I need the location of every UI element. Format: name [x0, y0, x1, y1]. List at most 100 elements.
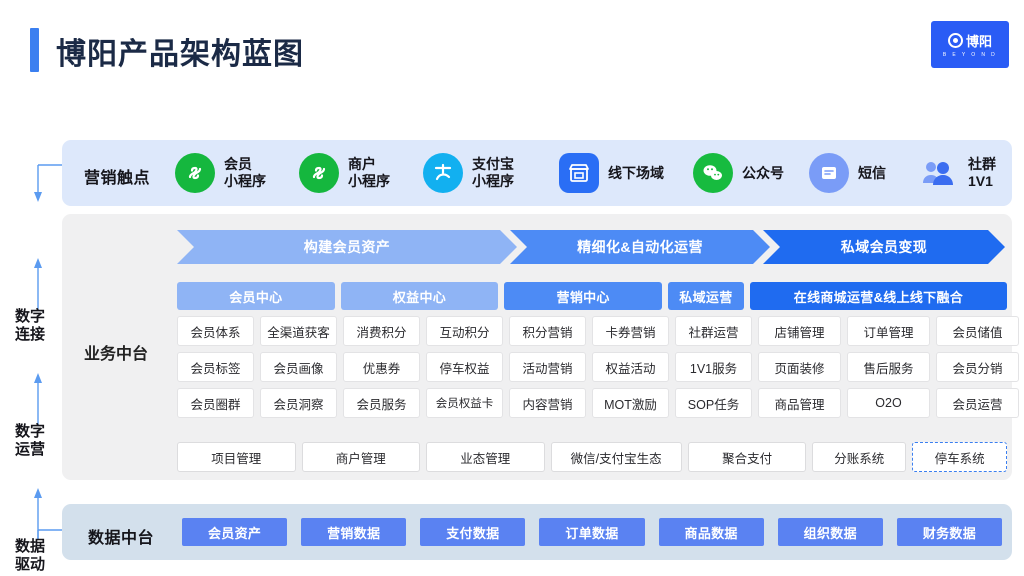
touchpoint-label: 会员 小程序: [224, 156, 266, 189]
touchpoint-label: 支付宝 小程序: [472, 156, 514, 189]
data-chip-member-asset[interactable]: 会员资产: [182, 518, 288, 546]
data-chip-order[interactable]: 订单数据: [539, 518, 645, 546]
brand-logo: 博阳 B E Y O N D: [931, 21, 1009, 68]
grid-row: 商品管理 O2O 会员运营: [758, 388, 1019, 418]
grid-cell[interactable]: 会员分销: [936, 352, 1019, 382]
grid-cell[interactable]: 页面装修: [758, 352, 841, 382]
logo-cn-text: 博阳: [965, 34, 992, 49]
business-group-headers: 会员中心 权益中心 营销中心 私域运营 在线商城运营&线上线下融合: [177, 282, 1008, 310]
data-chip-organization[interactable]: 组织数据: [777, 518, 883, 546]
grid-cell[interactable]: 消费积分: [343, 316, 420, 346]
platform-item-project[interactable]: 项目管理: [177, 442, 296, 472]
wechat-miniprogram-icon: [175, 153, 215, 193]
data-chip-row: 会员资产 营销数据 支付数据 订单数据 商品数据 组织数据 财务数据: [182, 504, 1002, 560]
grid-cell[interactable]: 权益活动: [592, 352, 669, 382]
group-label: 权益中心: [392, 289, 447, 305]
group-header-online-mall[interactable]: 在线商城运营&线上线下融合: [749, 282, 1008, 310]
grid-cell[interactable]: 商品管理: [758, 388, 841, 418]
grid-cell[interactable]: 会员权益卡: [426, 388, 503, 418]
grid-cell[interactable]: 会员体系: [177, 316, 254, 346]
grid-row: 内容营销 MOT激励: [509, 388, 669, 418]
grid-cell[interactable]: 会员圈群: [177, 388, 254, 418]
touchpoint-label: 商户 小程序: [348, 156, 390, 189]
sms-icon: [809, 153, 849, 193]
platform-item-format[interactable]: 业态管理: [426, 442, 545, 472]
platform-item-merchant[interactable]: 商户管理: [301, 442, 420, 472]
logo-circle-icon: [947, 33, 963, 48]
grid-cell[interactable]: MOT激励: [592, 388, 669, 418]
platform-item-parking-system[interactable]: 停车系统: [912, 442, 1007, 472]
stage-label: 精细化&自动化运营: [577, 239, 703, 255]
grid-cell[interactable]: 会员服务: [343, 388, 420, 418]
grid-cell[interactable]: 内容营销: [509, 388, 586, 418]
grid-cell[interactable]: 优惠券: [343, 352, 420, 382]
grid-cell[interactable]: 停车权益: [426, 352, 503, 382]
touchpoint-sms[interactable]: 短信: [809, 153, 919, 193]
community-icon: [919, 153, 959, 193]
touchpoint-member-miniprogram[interactable]: 会员 小程序: [175, 153, 299, 193]
group-label: 会员中心: [229, 289, 283, 305]
touchpoint-label: 短信: [858, 164, 886, 181]
touchpoint-merchant-miniprogram[interactable]: 商户 小程序: [299, 153, 423, 193]
grid-cell[interactable]: 全渠道获客: [260, 316, 337, 346]
grid-cell[interactable]: 互动积分: [426, 316, 503, 346]
store-icon: [559, 153, 599, 193]
platform-item-aggregate-payment[interactable]: 聚合支付: [687, 442, 807, 472]
grid-row: 页面装修 售后服务 会员分销: [758, 352, 1019, 382]
group-column-private-domain: 社群运营 1V1服务 SOP任务: [675, 316, 752, 418]
touchpoint-offline-venue[interactable]: 线下场域: [559, 153, 693, 193]
group-column-benefit-center: 消费积分 互动积分 优惠券 停车权益 会员服务 会员权益卡: [343, 316, 503, 418]
group-column-online-mall: 店铺管理 订单管理 会员储值 页面装修 售后服务 会员分销 商品管理 O2O 会…: [758, 316, 1019, 418]
page-title: 博阳产品架构蓝图: [56, 38, 304, 71]
grid-cell[interactable]: 会员储值: [936, 316, 1019, 346]
data-chip-product[interactable]: 商品数据: [658, 518, 764, 546]
page-header: 博阳产品架构蓝图 博阳 B E Y O N D: [0, 0, 1024, 110]
platform-item-wechat-alipay-eco[interactable]: 微信/支付宝生态: [550, 442, 682, 472]
business-cell-grid: 会员体系 全渠道获客 会员标签 会员画像 会员圈群 会员洞察 消费积分 互动积分…: [177, 316, 1019, 418]
grid-cell[interactable]: 积分营销: [509, 316, 586, 346]
stage-chevron-1[interactable]: 构建会员资产: [177, 230, 517, 264]
touchpoint-alipay-miniprogram[interactable]: 支付宝 小程序: [423, 153, 559, 193]
wechat-miniprogram-icon: [299, 153, 339, 193]
grid-cell[interactable]: 1V1服务: [675, 352, 752, 382]
group-header-benefit-center[interactable]: 权益中心: [340, 282, 499, 310]
grid-cell[interactable]: 订单管理: [847, 316, 930, 346]
stage-chevron-3[interactable]: 私域会员变现: [763, 230, 1005, 264]
touchpoint-title: 营销触点: [84, 170, 151, 187]
data-chip-finance[interactable]: 财务数据: [896, 518, 1002, 546]
group-header-private-domain[interactable]: 私域运营: [667, 282, 744, 310]
stage-chevron-2[interactable]: 精细化&自动化运营: [510, 230, 770, 264]
touchpoint-community-1v1[interactable]: 社群 1V1: [919, 153, 1015, 193]
group-column-marketing-center: 积分营销 卡券营销 活动营销 权益活动 内容营销 MOT激励: [509, 316, 669, 418]
grid-cell[interactable]: 会员画像: [260, 352, 337, 382]
rail-item-data-driven: 数据 驱动: [14, 538, 45, 573]
group-label: 营销中心: [556, 289, 610, 305]
grid-cell[interactable]: SOP任务: [675, 388, 752, 418]
grid-cell[interactable]: 会员标签: [177, 352, 254, 382]
grid-cell[interactable]: 售后服务: [847, 352, 930, 382]
stage-label: 构建会员资产: [303, 239, 391, 255]
platform-item-split-account[interactable]: 分账系统: [812, 442, 907, 472]
grid-cell[interactable]: 会员洞察: [260, 388, 337, 418]
grid-row: 消费积分 互动积分: [343, 316, 503, 346]
touchpoint-panel: [62, 140, 1012, 206]
group-header-marketing-center[interactable]: 营销中心: [504, 282, 662, 310]
rail-item-digital-connect: 数字 连接: [14, 308, 45, 343]
grid-row: 会员标签 会员画像: [177, 352, 337, 382]
data-chip-marketing[interactable]: 营销数据: [301, 518, 407, 546]
grid-cell[interactable]: O2O: [847, 388, 930, 418]
grid-cell[interactable]: 店铺管理: [758, 316, 841, 346]
data-chip-payment[interactable]: 支付数据: [420, 518, 526, 546]
grid-cell[interactable]: 卡券营销: [592, 316, 669, 346]
logo-en-text: B E Y O N D: [942, 52, 998, 58]
stage-chevron-row: 构建会员资产 精细化&自动化运营 私域会员变现: [177, 230, 1005, 264]
grid-cell[interactable]: 社群运营: [675, 316, 752, 346]
grid-cell[interactable]: 活动营销: [509, 352, 586, 382]
wechat-official-icon: [693, 153, 733, 193]
rail-item-digital-operation: 数字 运营: [14, 423, 45, 458]
platform-row: 项目管理 商户管理 业态管理 微信/支付宝生态 聚合支付 分账系统 停车系统: [177, 442, 1007, 472]
touchpoint-official-account[interactable]: 公众号: [693, 153, 809, 193]
data-platform-title: 数据中台: [88, 530, 155, 547]
grid-cell[interactable]: 会员运营: [936, 388, 1019, 418]
group-header-member-center[interactable]: 会员中心: [177, 282, 335, 310]
